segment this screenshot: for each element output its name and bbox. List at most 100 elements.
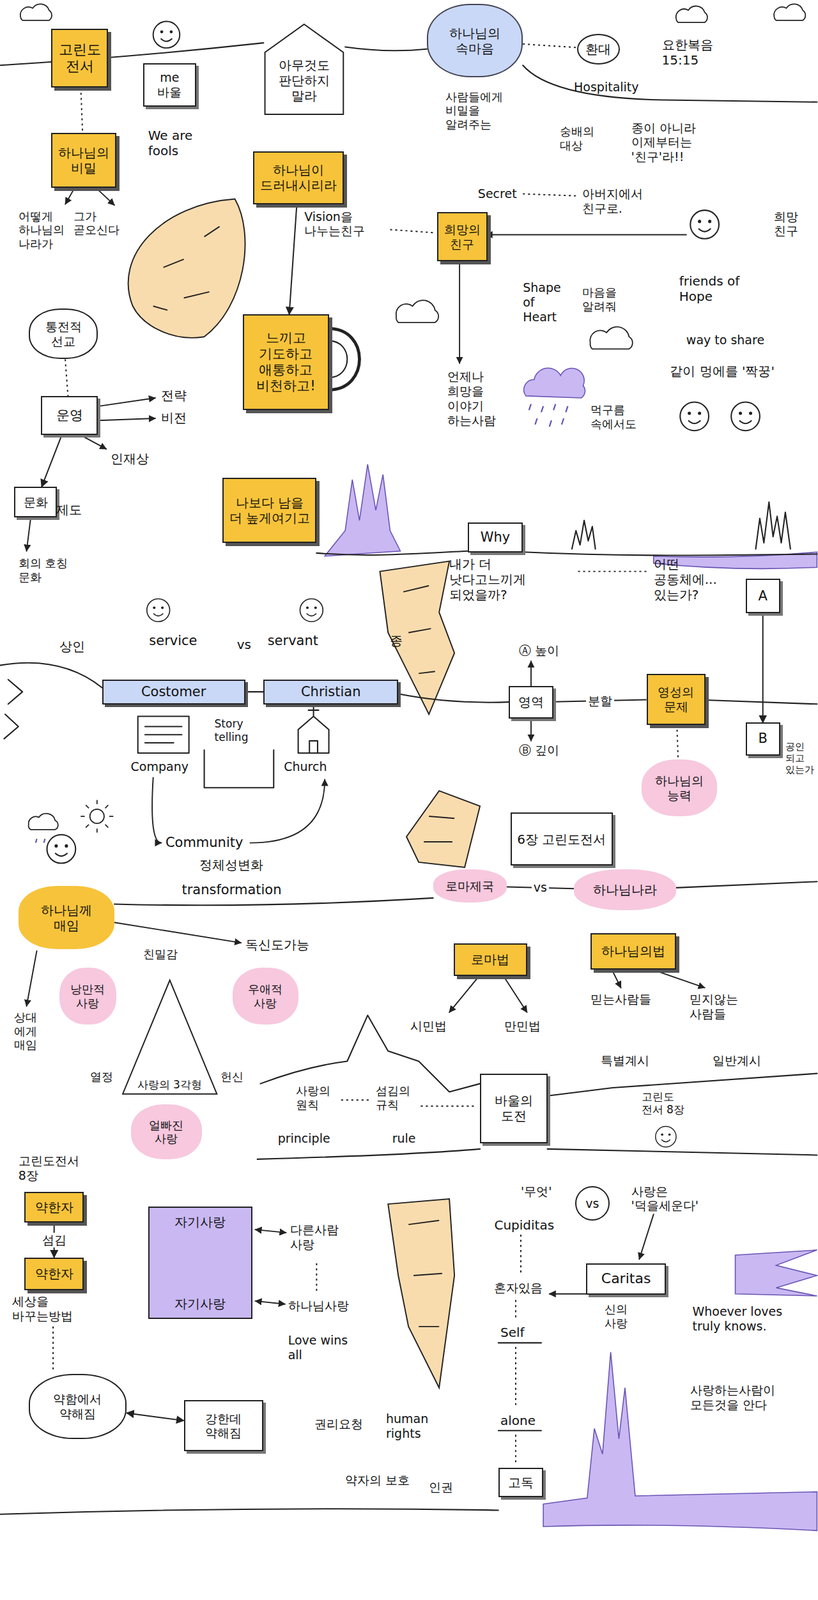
note-text: 만민법 <box>504 1019 541 1035</box>
sticky-box: 나보다 남을 더 높게여기고 <box>222 478 317 544</box>
sketch-mark <box>398 694 509 703</box>
sketch-mark <box>577 571 650 573</box>
sketch-mark <box>0 42 264 66</box>
note-text: 요한복음 15:15 <box>662 37 724 68</box>
sketch-mark <box>449 977 479 1013</box>
note-text: servant <box>267 633 319 650</box>
sketch-mark <box>128 199 246 339</box>
sketch-mark <box>47 835 77 865</box>
sticky-box: 약한자 <box>24 1192 84 1224</box>
note-text: Secret <box>478 186 518 202</box>
sketch-mark <box>152 777 162 843</box>
sketch-mark <box>28 814 59 831</box>
sketch-mark <box>406 791 480 868</box>
sticky-box: 희망의 친구 <box>437 212 488 262</box>
text-stack: 얼빠진 사랑 <box>137 1118 197 1147</box>
outline-box: A <box>745 578 781 614</box>
text-stack: 나보다 남을 더 높게여기고 <box>227 495 312 526</box>
text-stack: 우애적 사랑 <box>239 982 292 1011</box>
node-text: 로마제국 <box>439 879 501 895</box>
sketch-mark <box>524 368 586 399</box>
sketch-mark <box>0 663 103 689</box>
node-text: Costomer <box>107 684 241 701</box>
note-text: 사랑의 원칙 <box>295 1084 337 1112</box>
node-text: 낭만적 사랑 <box>65 982 110 1011</box>
sketch-mark <box>408 1221 443 1328</box>
circle-node: 환대 <box>577 33 620 65</box>
node-text: 하나님의법 <box>595 943 672 960</box>
outline-box: 고독 <box>498 1468 544 1498</box>
note-text: 독신도가능 <box>245 937 310 953</box>
note-text: 전략 <box>161 387 187 404</box>
pink-cloud: 하나님나라 <box>573 869 677 911</box>
mug-box: 느끼고 기도하고 애통하고 비천하고! <box>242 314 329 411</box>
pink-cloud: 로마제국 <box>433 869 507 903</box>
text-stack: 하나님이 드러내시리라 <box>258 162 339 193</box>
leaf-shape <box>128 199 480 1389</box>
sketch-mark <box>498 1343 542 1431</box>
note-text: Whoever loves truly knows. <box>692 1304 795 1335</box>
sticky-box: 하나님의법 <box>590 933 677 971</box>
node-text: 하나님의 능력 <box>648 773 711 804</box>
note-text: 어떻게 하나님의 나라가 <box>18 209 70 252</box>
node-text: 6장 고린도전서 <box>515 832 608 848</box>
blue-box: Christian <box>263 679 399 705</box>
sketch-mark <box>26 518 31 552</box>
note-text: 그가 곧오신다 <box>73 209 121 238</box>
note-text: 비전 <box>161 410 187 426</box>
sketch-mark <box>589 327 633 350</box>
sticky-box: 하나님이 드러내시리라 <box>253 151 344 205</box>
note-text: 시민법 <box>410 1019 447 1035</box>
purple-box: 자기사랑자기사랑 <box>148 1207 253 1320</box>
sticky-box: 영성의 문제 <box>646 674 707 726</box>
connector <box>80 87 83 133</box>
note-text: 어떤 공동체에... 있는가? <box>653 556 746 603</box>
connector <box>65 359 68 397</box>
sketch-mark <box>515 1300 517 1321</box>
sketch-mark <box>299 598 323 622</box>
sketch-mark <box>114 898 434 906</box>
text-stack: 로마제국 <box>439 879 501 895</box>
sketch-mark <box>522 65 817 103</box>
sketch-mark <box>329 341 348 379</box>
node-text: 환대 <box>582 41 615 57</box>
sketch-mark <box>3 679 23 740</box>
sketch-mark <box>420 1106 476 1108</box>
note-text: 숭배의 대상 <box>559 124 608 153</box>
blue-box: Costomer <box>102 679 246 705</box>
text-stack: 느끼고 기도하고 애통하고 비천하고! <box>247 330 324 395</box>
sketch-mark <box>245 691 264 693</box>
text-stack: 환대 <box>582 41 615 57</box>
text-stack: 낭만적 사랑 <box>65 982 110 1011</box>
note-text: 열정 <box>90 1070 114 1085</box>
sketch-mark <box>0 1509 499 1516</box>
note-text: 일반계시 <box>712 1053 762 1069</box>
outline-box: 문화 <box>14 486 57 518</box>
note-text: Hospitality <box>573 79 640 95</box>
note-text: 헌신 <box>220 1070 244 1085</box>
note-text: 하나님사랑 <box>288 1299 349 1314</box>
sketch-mark <box>204 750 275 788</box>
text-stack: 하나님나라 <box>580 882 670 898</box>
text-stack: me 바울 <box>148 70 192 100</box>
note-text: 제도 <box>56 502 82 518</box>
note-text: transformation <box>181 882 282 899</box>
sketch-mark <box>255 1230 287 1234</box>
note-text: 사랑하는사람이 모든것을 안다 <box>690 1383 813 1413</box>
text-stack: 영성의 문제 <box>651 685 702 715</box>
text-stack: 약함에서 약해짐 <box>37 1392 118 1422</box>
node-text: Why <box>472 529 518 546</box>
sticky-box: 하나님의 비밀 <box>51 132 117 188</box>
text-stack: 고린도 전서 <box>56 41 103 76</box>
connector <box>522 44 578 48</box>
text-stack: Caritas <box>591 1271 661 1288</box>
divider-line <box>0 42 817 1516</box>
note-text: 신의 사랑 <box>604 1303 638 1331</box>
house-shape: 아무것도 판단하지 말라 <box>263 22 346 117</box>
note-text: Company <box>131 759 189 775</box>
node-text: 영성의 문제 <box>651 685 702 715</box>
note-text: 마음을 알려줘 <box>582 285 627 314</box>
sketch-mark <box>250 780 326 844</box>
sketch-mark <box>522 194 578 197</box>
outline-box: Why <box>467 522 523 553</box>
